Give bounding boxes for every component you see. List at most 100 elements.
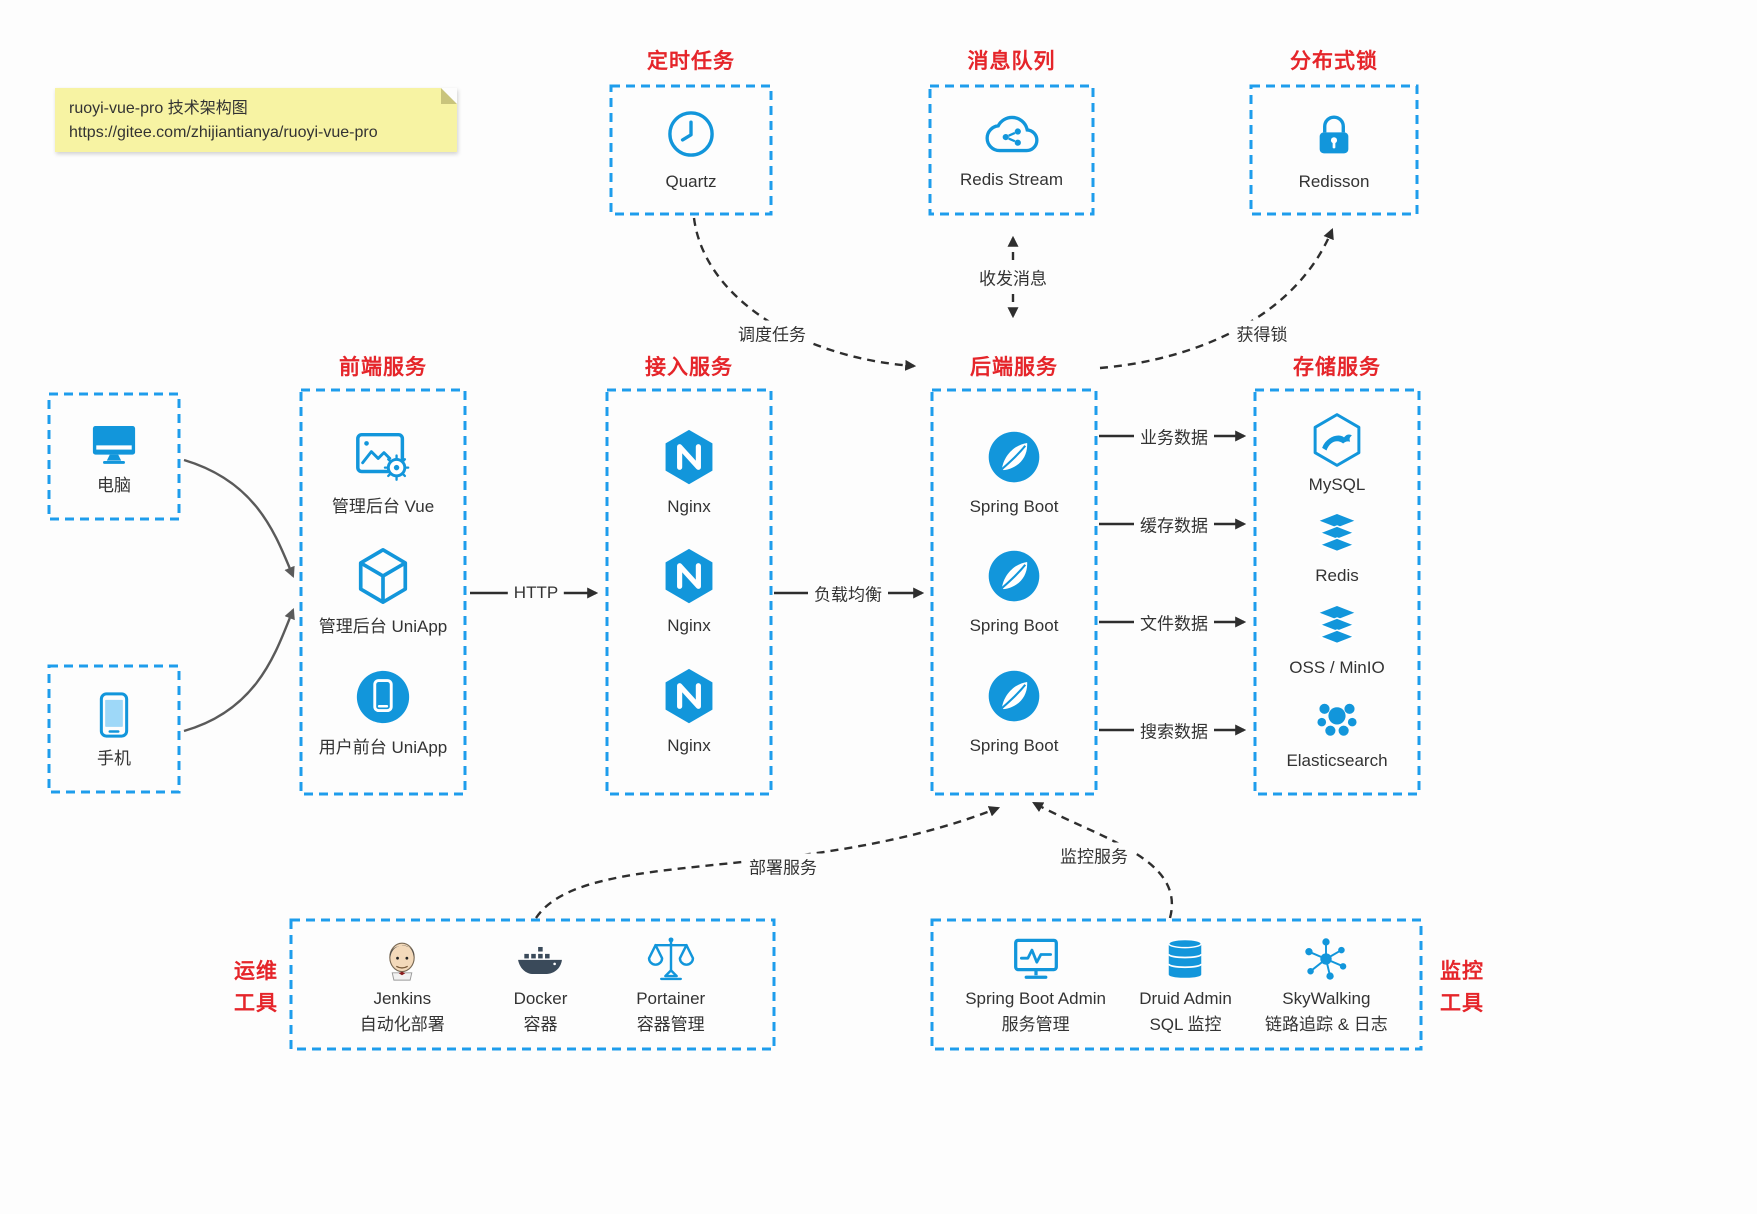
tool-docker: Docker 容器 bbox=[513, 933, 568, 1035]
label-search-data: 搜索数据 bbox=[1134, 717, 1214, 743]
label-deploy-service: 部署服务 bbox=[743, 853, 823, 879]
nginx-icon bbox=[659, 546, 719, 606]
cloud-network-icon bbox=[983, 109, 1041, 159]
admin-uniapp-icon bbox=[352, 545, 414, 607]
nginx-label-1: Nginx bbox=[667, 496, 711, 516]
docker-icon bbox=[514, 933, 566, 985]
pc-label: 电脑 bbox=[97, 476, 131, 496]
monitoring-title-line2: 工具 bbox=[1440, 991, 1484, 1015]
gateway-item-nginx-2: Nginx bbox=[659, 546, 719, 637]
label-business-data: 业务数据 bbox=[1134, 423, 1214, 449]
portainer-scales-icon bbox=[645, 933, 697, 985]
user-uniapp-icon bbox=[352, 666, 414, 728]
storage-item-elasticsearch: Elasticsearch bbox=[1286, 694, 1388, 772]
frontend-item-admin-uniapp: 管理后台 UniApp bbox=[319, 545, 447, 638]
ops-tools-box: Jenkins 自动化部署 Docker 容器 Portainer 容器管理 bbox=[291, 920, 774, 1049]
admin-vue-label: 管理后台 Vue bbox=[331, 497, 435, 517]
jenkins-label: Jenkins bbox=[373, 989, 432, 1009]
backend-item-springboot-2: Spring Boot bbox=[969, 546, 1059, 637]
springboot-label-1: Spring Boot bbox=[969, 496, 1059, 516]
elasticsearch-icon bbox=[1312, 694, 1362, 744]
redis-stream-card: Redis Stream bbox=[930, 86, 1093, 214]
portainer-sublabel: 容器管理 bbox=[636, 1014, 705, 1034]
title-ops-tools: 运维 工具 bbox=[231, 956, 281, 1019]
skywalking-label: SkyWalking bbox=[1282, 989, 1371, 1009]
tool-druid-admin: Druid Admin SQL 监控 bbox=[1139, 933, 1232, 1035]
lock-icon bbox=[1307, 107, 1361, 161]
note-fold-corner bbox=[441, 88, 457, 104]
frontend-item-admin-vue: 管理后台 Vue bbox=[332, 425, 434, 518]
user-uniapp-label: 用户前台 UniApp bbox=[318, 737, 448, 757]
edge-phone-to-frontend bbox=[183, 607, 295, 733]
sticky-note: ruoyi-vue-pro 技术架构图 https://gitee.com/zh… bbox=[55, 88, 457, 152]
elasticsearch-label: Elasticsearch bbox=[1286, 751, 1388, 771]
label-schedule-task: 调度任务 bbox=[732, 320, 812, 346]
edge-pc-to-frontend bbox=[183, 458, 295, 579]
quartz-label: Quartz bbox=[665, 171, 717, 191]
note-title: ruoyi-vue-pro 技术架构图 bbox=[69, 100, 248, 117]
docker-sublabel: 容器 bbox=[523, 1014, 558, 1034]
backend-item-springboot-1: Spring Boot bbox=[969, 427, 1059, 518]
oss-minio-label: OSS / MinIO bbox=[1289, 657, 1385, 677]
clock-icon bbox=[664, 107, 718, 161]
edge-acquire-lock bbox=[1099, 227, 1334, 370]
admin-uniapp-label: 管理后台 UniApp bbox=[318, 617, 448, 637]
smartphone-icon bbox=[87, 688, 141, 742]
note-url: https://gitee.com/zhijiantianya/ruoyi-vu… bbox=[69, 124, 378, 141]
druid-admin-sublabel: SQL 监控 bbox=[1149, 1014, 1222, 1034]
gateway-column: Nginx Nginx Nginx bbox=[607, 390, 771, 794]
ops-title-line2: 工具 bbox=[234, 991, 278, 1015]
mysql-label: MySQL bbox=[1308, 474, 1366, 494]
label-file-data: 文件数据 bbox=[1134, 609, 1214, 635]
title-message-queue: 消息队列 bbox=[967, 50, 1056, 73]
mysql-icon bbox=[1309, 412, 1365, 468]
label-cache-data: 缓存数据 bbox=[1134, 511, 1214, 537]
jenkins-sublabel: 自动化部署 bbox=[359, 1014, 445, 1034]
spring-boot-admin-icon bbox=[1010, 933, 1062, 985]
nginx-label-2: Nginx bbox=[667, 616, 711, 636]
nginx-icon bbox=[659, 427, 719, 487]
monitoring-tools-box: Spring Boot Admin 服务管理 Druid Admin SQL 监… bbox=[932, 920, 1421, 1049]
spring-boot-admin-label: Spring Boot Admin bbox=[965, 989, 1106, 1009]
label-http: HTTP bbox=[507, 583, 565, 603]
redis-stream-label: Redis Stream bbox=[960, 169, 1063, 189]
monitoring-title-line1: 监控 bbox=[1440, 960, 1484, 983]
title-monitoring-tools: 监控 工具 bbox=[1437, 956, 1487, 1019]
docker-label: Docker bbox=[513, 989, 568, 1009]
pc-client-card: 电脑 bbox=[49, 394, 179, 519]
storage-column: MySQL Redis OSS / MinIO Elasticsearch bbox=[1255, 390, 1419, 794]
storage-item-mysql: MySQL bbox=[1308, 412, 1366, 496]
tool-spring-boot-admin: Spring Boot Admin 服务管理 bbox=[965, 933, 1106, 1035]
gateway-item-nginx-1: Nginx bbox=[659, 427, 719, 518]
springboot-label-3: Spring Boot bbox=[969, 736, 1059, 756]
tool-skywalking: SkyWalking 链路追踪 & 日志 bbox=[1265, 933, 1388, 1035]
title-gateway-services: 接入服务 bbox=[645, 356, 733, 379]
gateway-item-nginx-3: Nginx bbox=[659, 666, 719, 757]
storage-item-redis: Redis bbox=[1313, 511, 1361, 587]
admin-vue-icon bbox=[352, 425, 414, 487]
label-send-receive-message: 收发消息 bbox=[973, 264, 1053, 290]
frontend-item-user-uniapp: 用户前台 UniApp bbox=[319, 666, 447, 759]
label-monitor-service: 监控服务 bbox=[1054, 842, 1134, 868]
title-storage-services: 存储服务 bbox=[1293, 356, 1381, 379]
label-acquire-lock: 获得锁 bbox=[1230, 320, 1294, 346]
spring-boot-admin-sublabel: 服务管理 bbox=[1001, 1014, 1070, 1034]
skywalking-network-icon bbox=[1300, 933, 1352, 985]
title-distributed-lock: 分布式锁 bbox=[1290, 50, 1378, 73]
springboot-label-2: Spring Boot bbox=[969, 616, 1059, 636]
phone-client-card: 手机 bbox=[49, 666, 179, 792]
backend-column: Spring Boot Spring Boot Spring Boot bbox=[932, 390, 1096, 794]
monitor-icon bbox=[87, 415, 141, 469]
tool-jenkins: Jenkins 自动化部署 bbox=[360, 933, 445, 1035]
quartz-card: Quartz bbox=[611, 86, 771, 214]
portainer-label: Portainer bbox=[636, 989, 706, 1009]
label-load-balance: 负载均衡 bbox=[808, 580, 888, 606]
storage-item-oss-minio: OSS / MinIO bbox=[1289, 603, 1385, 679]
title-backend-services: 后端服务 bbox=[970, 356, 1058, 379]
nginx-label-3: Nginx bbox=[667, 736, 711, 756]
spring-boot-icon bbox=[984, 546, 1044, 606]
ops-title-line1: 运维 bbox=[234, 960, 278, 983]
spring-boot-icon bbox=[984, 666, 1044, 726]
